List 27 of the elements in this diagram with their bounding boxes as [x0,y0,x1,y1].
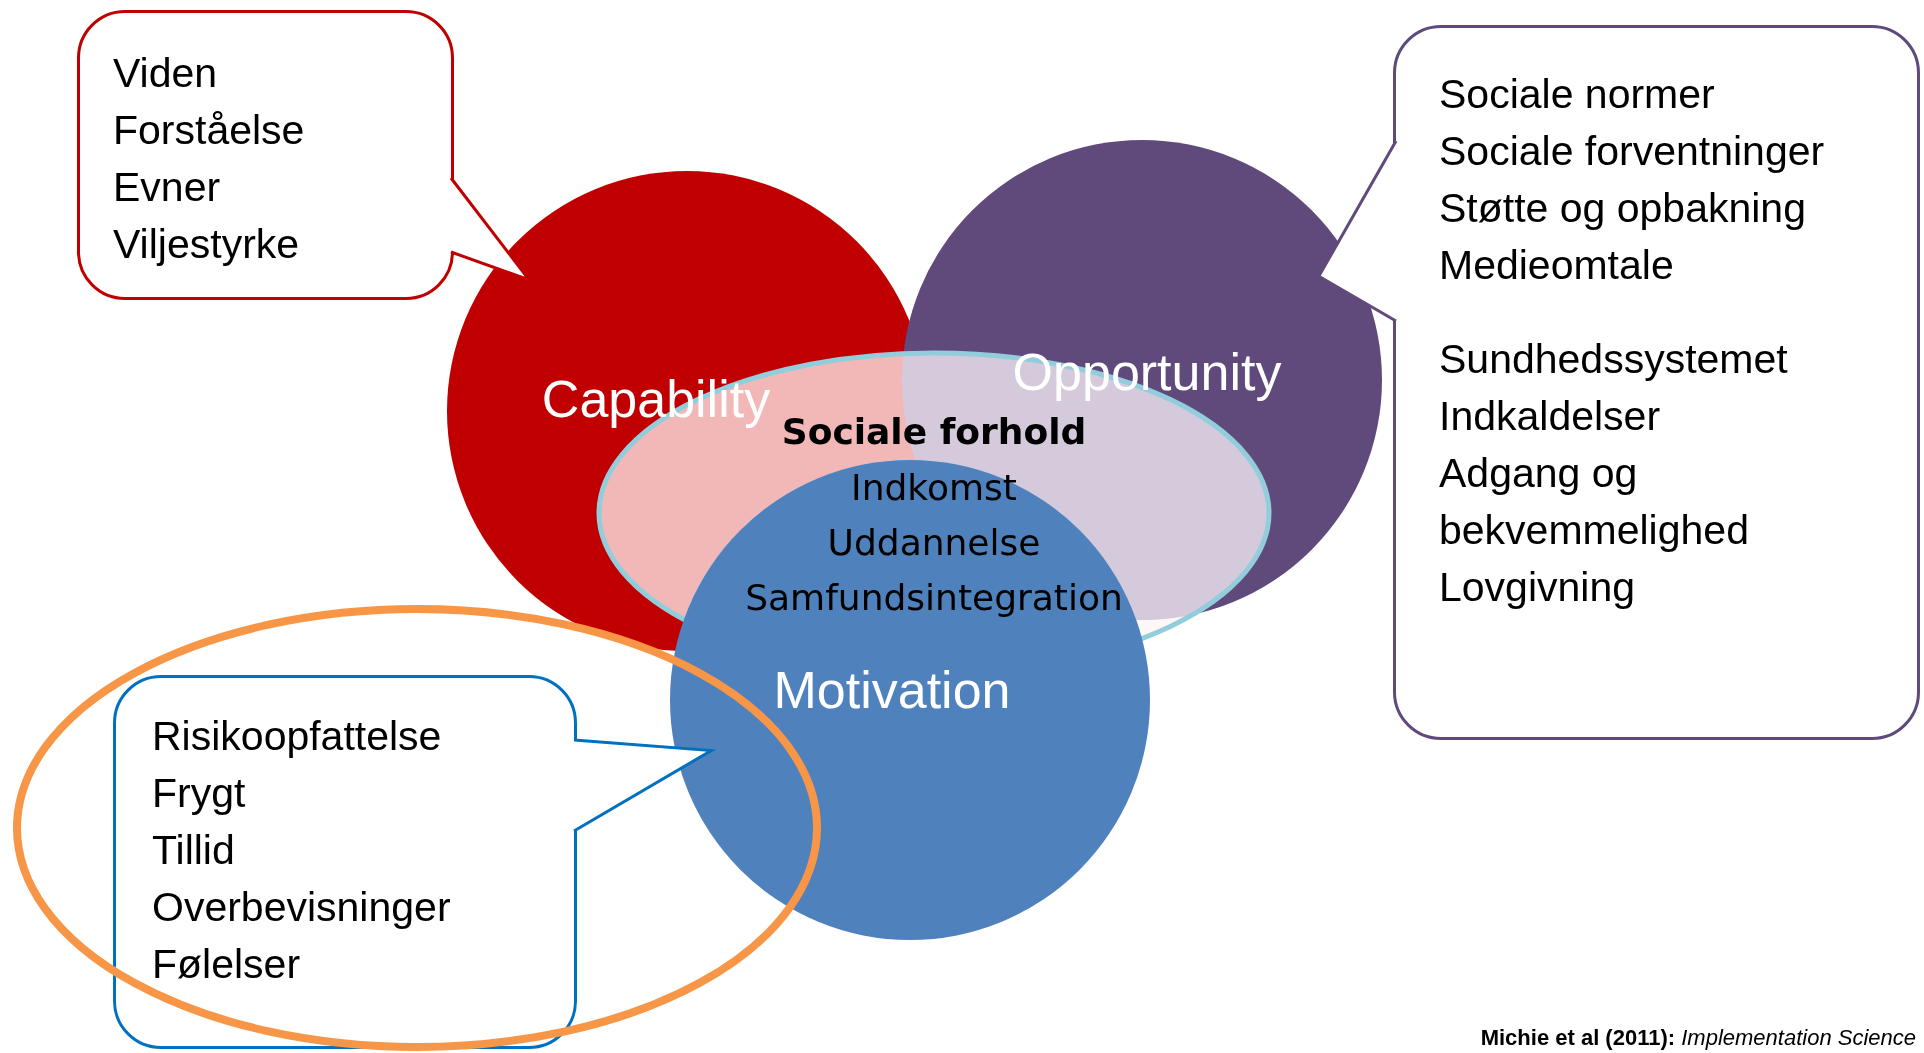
factor-text: Indkomst [851,466,1017,508]
factor-text: Samfundsintegration [745,576,1123,618]
factor-text: Frygt [152,769,246,818]
heading-text: Sociale forhold [781,410,1087,452]
factor-text: Overbevisninger [152,883,451,932]
factor-text: Sundhedssystemet [1439,335,1788,384]
factor-text: Følelser [152,940,301,989]
factor-text: Lovgivning [1439,563,1636,612]
factor-text: Viden [113,49,218,98]
factor-text: Tillid [152,826,235,875]
factor-text: Evner [113,163,221,212]
factor-text: Støtte og opbakning [1439,184,1806,233]
circle-label: Motivation [773,660,1011,720]
speech-bubble [1393,25,1920,740]
factor-text: Viljestyrke [113,220,300,269]
speech-bubble [77,10,454,300]
factor-text: Uddannelse [827,521,1041,563]
factor-text: Medieomtale [1439,241,1674,290]
factor-text: Sociale forventninger [1439,127,1825,176]
factor-text: Sociale normer [1439,70,1715,119]
factor-text: Risikoopfattelse [152,712,442,761]
caption: Michie et al (2011): Implementation Science [1480,1025,1916,1051]
factor-text: Indkaldelser [1439,392,1661,441]
callout-tail [572,738,717,834]
factor-text: Forståelse [113,106,305,155]
factor-text: Adgang og bekvemmelighed [1439,449,1750,555]
speech-bubble [113,675,577,1049]
